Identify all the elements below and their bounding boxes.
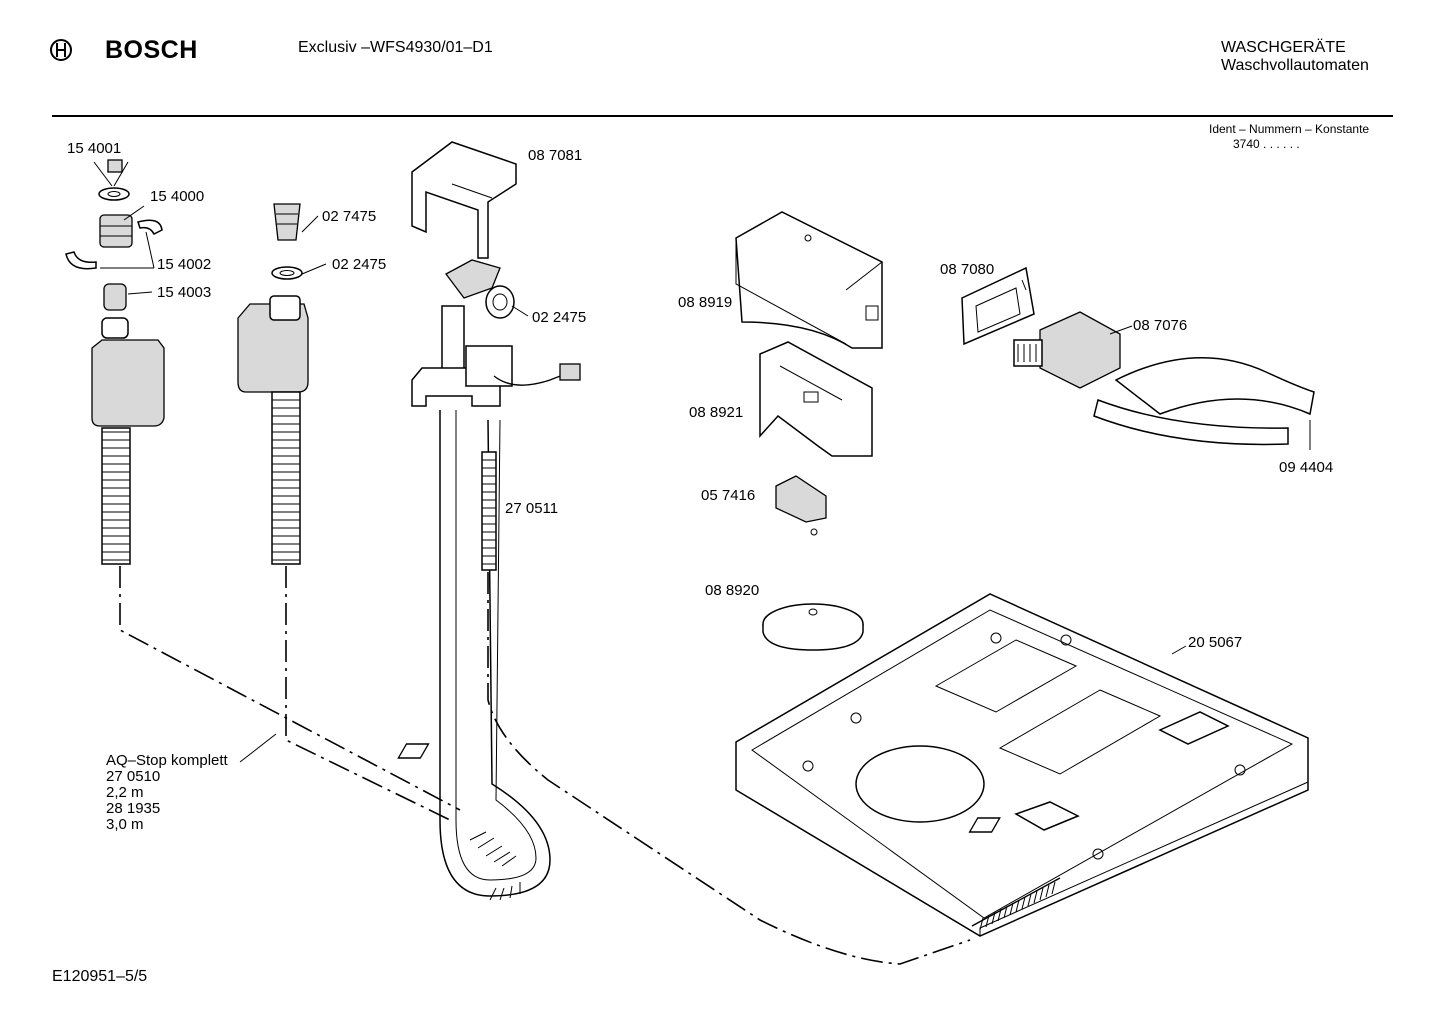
part-label-094404: 09 4404: [1279, 459, 1334, 476]
valve-087076: [1013, 311, 1121, 389]
part-label-205067: 20 5067: [1188, 634, 1243, 651]
aqstop-length-1: 2,2 m: [106, 784, 144, 801]
drain-hose-assembly: [411, 141, 581, 901]
model-title: Exclusiv –WFS4930/01–D1: [298, 39, 493, 56]
part-label-088920: 08 8920: [705, 582, 760, 599]
part-label-057416: 05 7416: [701, 487, 756, 504]
part-label-022475-b: 02 2475: [532, 309, 587, 326]
part-label-087076: 08 7076: [1133, 317, 1188, 334]
knob-disc-088920: [762, 603, 864, 651]
category-title: WASCHGERÄTE: [1221, 39, 1346, 56]
ident-value: 3740 . . . . . .: [1233, 137, 1300, 151]
part-label-087080: 08 7080: [940, 261, 995, 278]
assembly-guide-lines: [119, 566, 971, 965]
base-plate-205067: [397, 593, 1309, 937]
part-label-154003: 15 4003: [157, 284, 212, 301]
drawing-code: E120951–5/5: [52, 968, 148, 985]
aqstop-part-2: 28 1935: [106, 800, 161, 817]
part-label-154000: 15 4000: [150, 188, 205, 205]
aqstop-title: AQ–Stop komplett: [106, 752, 228, 769]
aqstop-hose-left: [65, 159, 165, 565]
part-label-270511: 27 0511: [505, 500, 559, 517]
holder-088921: [759, 341, 873, 457]
switch-057416: [775, 475, 827, 536]
part-label-154002: 15 4002: [157, 256, 212, 273]
seal-frame-087080: [961, 266, 1035, 346]
hose-094404: [1093, 357, 1315, 446]
bosch-logo-icon: [50, 39, 72, 61]
aqstop-length-2: 3,0 m: [106, 816, 144, 833]
aqstop-hose-middle: [237, 203, 309, 565]
part-label-154001: 15 4001: [67, 140, 122, 157]
part-label-022475-a: 02 2475: [332, 256, 387, 273]
subcategory-title: Waschvollautomaten: [1221, 57, 1369, 74]
part-label-088921: 08 8921: [689, 404, 744, 421]
aqstop-part-1: 27 0510: [106, 768, 161, 785]
leader-lines: [93, 161, 1311, 763]
part-label-027475: 02 7475: [322, 208, 377, 225]
part-label-087081: 08 7081: [528, 147, 583, 164]
part-label-088919: 08 8919: [678, 294, 733, 311]
ident-label: Ident – Nummern – Konstante: [1209, 122, 1370, 136]
control-cover-088919: [735, 211, 883, 349]
brand-name: BOSCH: [105, 36, 198, 64]
aqstop-info: AQ–Stop komplett 27 0510 2,2 m 28 1935 3…: [106, 753, 228, 833]
